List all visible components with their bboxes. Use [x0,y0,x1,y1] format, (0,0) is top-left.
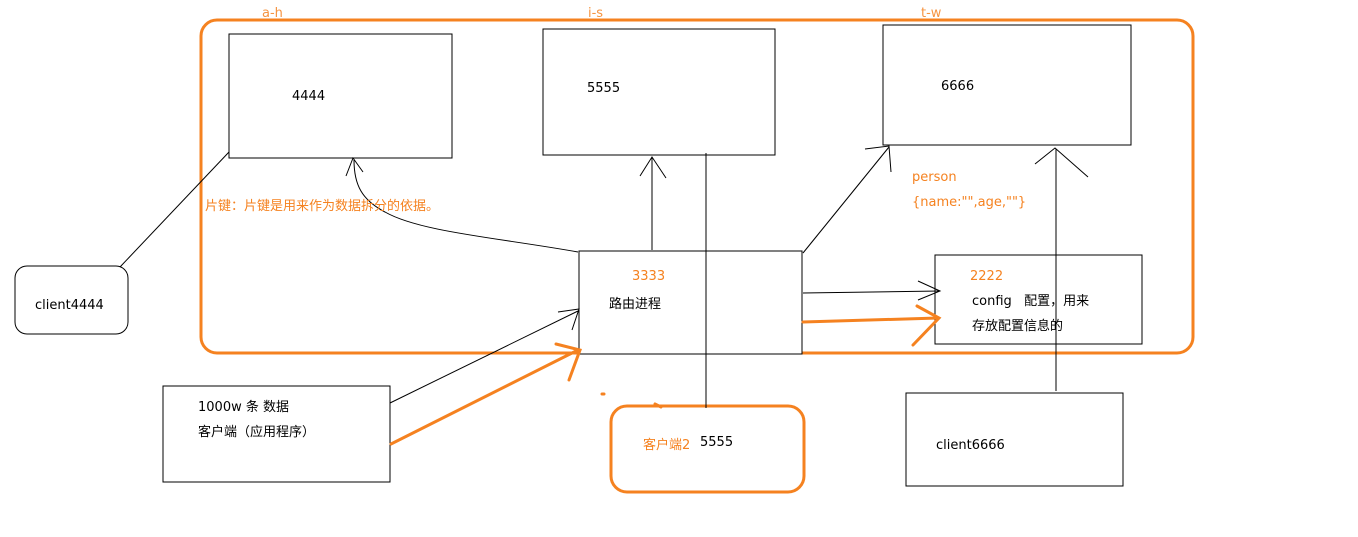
arrowhead-shard-t-w [864,145,892,173]
arrow-router-to-shard-a-h [353,159,579,253]
shard-range-label-i-s: i-s [588,6,604,21]
app-client-box [162,385,391,483]
app-client-line2: 客户端（应用程序） [198,425,316,440]
orange-arrowhead-config [911,304,942,347]
collection-name: person [912,170,957,185]
orange-arrowhead-router [554,342,582,382]
arrow-app-client-to-router [389,310,579,404]
client6666-label: client6666 [936,438,1005,453]
client2-label: 客户端2 [643,438,691,453]
app-client-line1: 1000w 条 数据 [198,400,289,415]
orange-arrow-router-to-config [801,316,940,324]
shard-port-6666: 6666 [941,79,975,94]
arrowhead-app-client [557,308,580,331]
arrow-router-to-config [802,290,941,294]
config-port: 2222 [970,269,1004,284]
arrow-router-to-shard-t-w [802,146,890,254]
shard-range-label-t-w: t-w [921,6,942,21]
arrowhead-shard-i-s [639,156,667,179]
client4444-label: client4444 [35,298,104,313]
shard-box-a-h [228,33,453,159]
document-example: {name:"",age,""} [912,195,1027,210]
client2-box [609,404,806,494]
config-server-box [934,254,1143,345]
router-port: 3333 [632,269,666,284]
orange-tick [653,402,663,409]
arrowhead-config [917,280,942,301]
shard-key-note: 片键：片键是用来作为数据拆分的依据。 [205,199,440,214]
arrowhead-client6666 [1034,147,1089,178]
connectors [119,145,1089,408]
router-label: 路由进程 [609,297,662,312]
config-label-line1: config 配置，用来 [972,294,1090,309]
client2-port: 5555 [700,435,734,450]
client4444-box [14,265,129,335]
shard-port-4444: 4444 [292,89,326,104]
shard-box-i-s [542,28,776,156]
shard-port-5555: 5555 [587,81,621,96]
config-label-line2: 存放配置信息的 [972,319,1064,334]
client6666-box [905,392,1124,487]
orange-flow-arrows [389,304,942,446]
shard-range-label-a-h: a-h [262,6,283,21]
arrowhead-shard-a-h [345,156,364,177]
connector-client4444-to-shard [119,151,230,268]
router-box [578,250,803,355]
orange-arrow-client-to-router [389,348,580,446]
shard-box-t-w [882,24,1132,146]
